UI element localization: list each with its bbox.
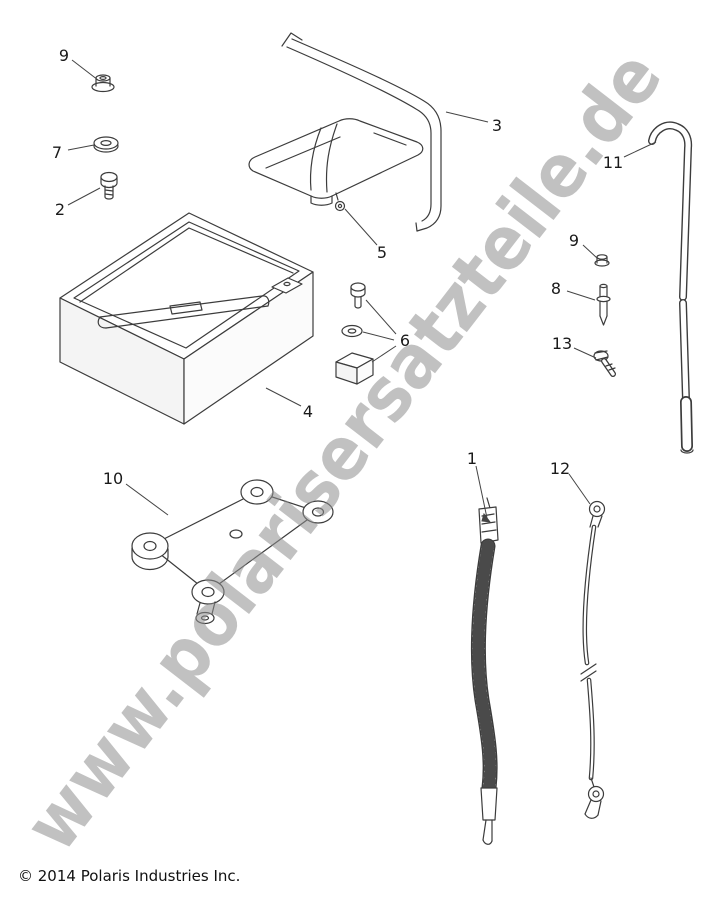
part-label-8: 8 xyxy=(551,279,561,298)
flange-nut-top-drawing xyxy=(91,74,115,93)
part-label-4: 4 xyxy=(303,402,313,421)
screw-drawing xyxy=(593,350,616,377)
copyright-text: © 2014 Polaris Industries Inc. xyxy=(18,867,241,885)
part-label-9-right: 9 xyxy=(569,231,579,250)
terminal-tool-drawing xyxy=(648,121,694,454)
hardware-set-drawing xyxy=(335,282,374,385)
holddown-strap-drawing xyxy=(281,32,442,232)
flange-nut-right-drawing xyxy=(594,254,610,267)
part-label-5: 5 xyxy=(377,243,387,262)
washer-drawing xyxy=(93,136,119,153)
bracket-drawing xyxy=(131,479,334,625)
bolt-drawing xyxy=(100,171,118,200)
retainer-plate-drawing xyxy=(248,118,424,206)
part-label-13: 13 xyxy=(552,334,572,353)
part-label-12: 12 xyxy=(550,459,570,478)
part-label-3: 3 xyxy=(492,116,502,135)
battery-drawing xyxy=(59,212,314,425)
part-label-10: 10 xyxy=(103,469,123,488)
leader-lines xyxy=(67,59,657,523)
part-label-6: 6 xyxy=(400,331,410,350)
part-label-9-top: 9 xyxy=(59,46,69,65)
ground-cable-drawing xyxy=(580,500,606,819)
spacer-bolt-drawing xyxy=(596,283,611,326)
part-label-11: 11 xyxy=(603,153,623,172)
pin-drawing xyxy=(334,192,346,212)
part-label-2: 2 xyxy=(55,200,65,219)
part-label-7: 7 xyxy=(52,143,62,162)
part-label-1: 1 xyxy=(467,449,477,468)
battery-cable-drawing xyxy=(470,497,499,845)
